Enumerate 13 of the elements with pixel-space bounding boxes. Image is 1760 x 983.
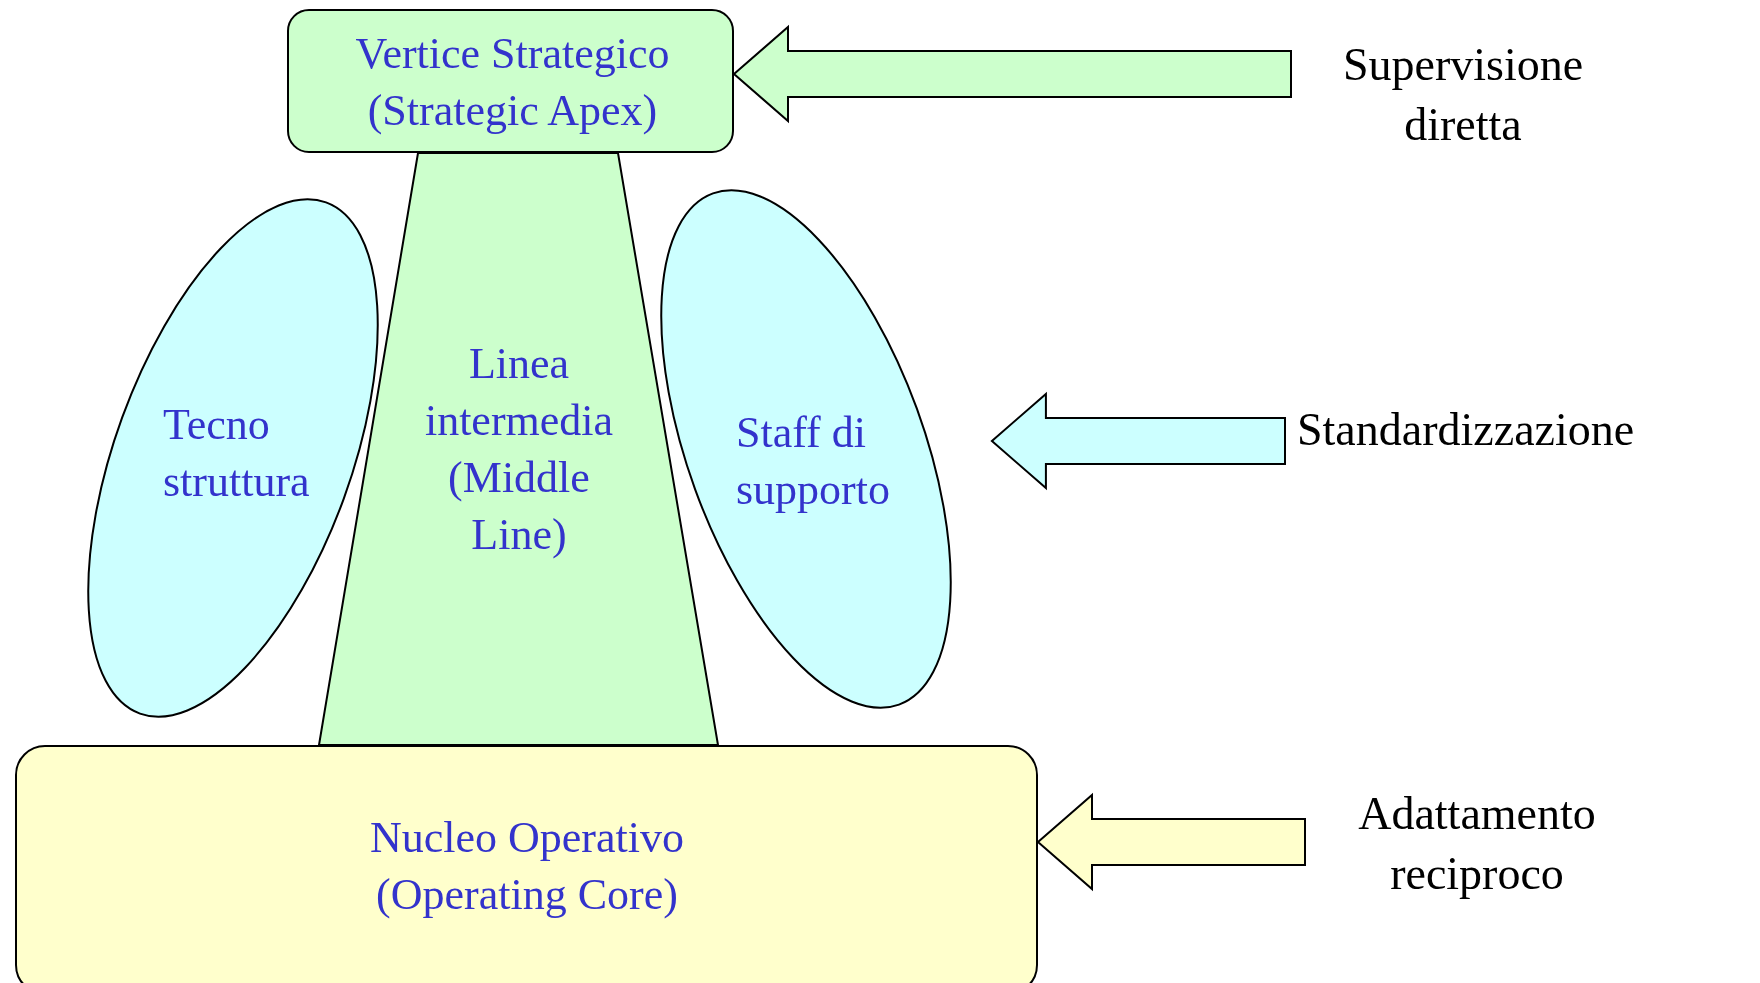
block-arrow <box>1036 792 1306 892</box>
arrow-caption: Adattamento reciproco <box>1317 784 1637 904</box>
block-arrow <box>732 24 1292 124</box>
node-label: Nucleo Operativo (Operating Core) <box>369 812 685 921</box>
node-label: Staff di supporto <box>736 407 891 516</box>
node-label: Tecno struttura <box>163 399 311 508</box>
node-label: Vertice Strategico (Strategic Apex) <box>354 28 671 137</box>
arrow-caption: Supervisione diretta <box>1303 35 1623 155</box>
rounded-box <box>287 9 734 153</box>
arrow-caption: Standardizzazione <box>1297 400 1635 460</box>
block-arrow <box>990 391 1286 491</box>
node-label: Linea intermedia (Middle Line) <box>423 338 615 561</box>
rounded-box <box>15 745 1038 983</box>
